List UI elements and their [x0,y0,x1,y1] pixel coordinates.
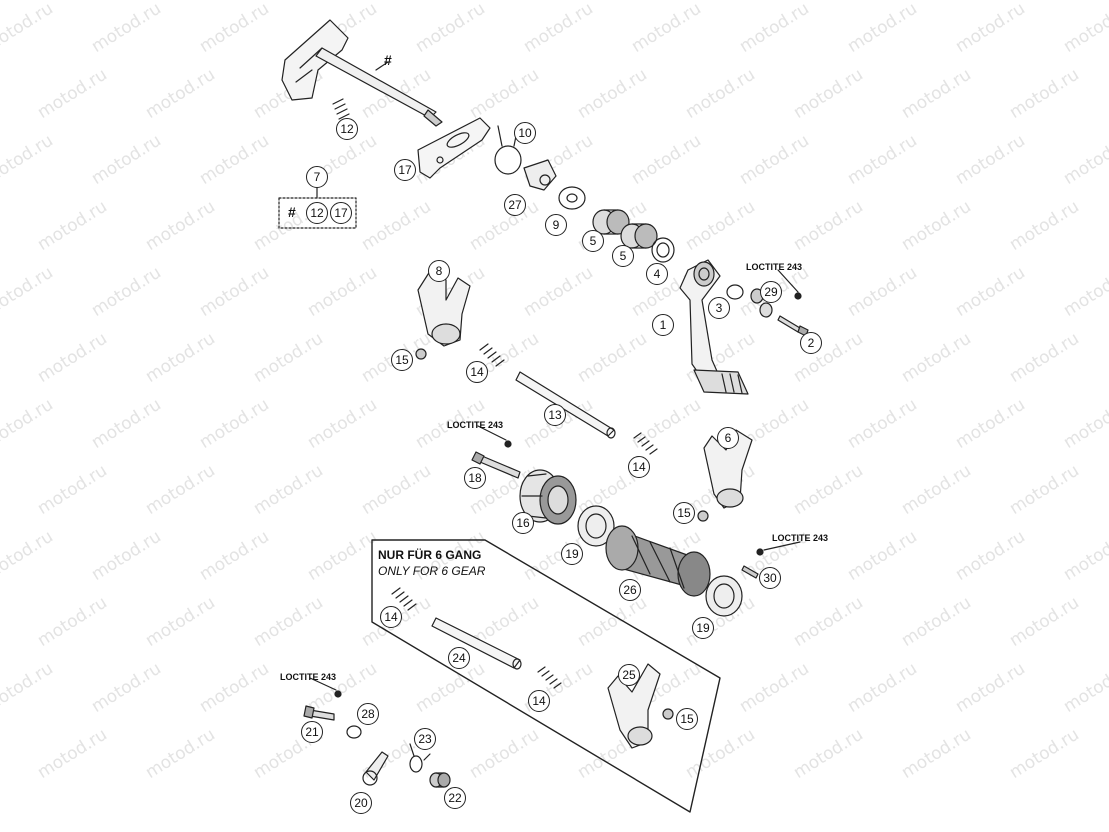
hash-mark-kit: # [288,204,296,220]
spring-14b [633,432,658,455]
loctite-label-1: LOCTITE 243 [746,262,803,272]
bolt-21 [303,705,335,721]
callout-1: 1 [652,314,674,336]
callout-26: 26 [619,579,641,601]
callout-3: 3 [708,297,730,319]
callout-16: 16 [512,512,534,534]
bushing-5a [592,209,630,235]
shift-lever-1 [679,259,749,395]
callout-14b: 14 [628,456,650,478]
washer-28 [346,725,362,739]
callout-2: 2 [800,332,822,354]
callout-25: 25 [618,664,640,686]
ball-15b [697,510,709,522]
callout-12: 12 [336,118,358,140]
shift-fork-6 [703,429,753,509]
callout-9: 9 [545,214,567,236]
part-27 [523,159,557,191]
lever-20 [362,751,389,786]
callout-17: 17 [394,159,416,181]
callout-29: 29 [760,281,782,303]
hash-mark-shaft: # [384,52,392,68]
bolt-2 [777,315,809,337]
callout-28: 28 [357,703,379,725]
spring-12 [332,98,350,120]
detent-wheel-16 [519,469,577,525]
bearing-19b [705,575,743,617]
spring-14d [537,666,562,689]
loctite-dot-2 [794,292,802,300]
loctite-label-2: LOCTITE 243 [447,420,504,430]
callout-19b: 19 [692,617,714,639]
fork-shaft-24 [431,617,522,670]
callout-14d: 14 [528,690,550,712]
screw-30 [741,565,759,579]
callout-19a: 19 [561,543,583,565]
loctite-label-3: LOCTITE 243 [772,533,829,543]
callout-21: 21 [301,721,323,743]
callout-10: 10 [514,122,536,144]
callout-14c: 14 [380,606,402,628]
loctite-label-4: LOCTITE 243 [280,672,337,682]
shift-fork-25 [607,663,661,749]
spring-14a [479,343,505,367]
kit-note-en: ONLY FOR 6 GEAR [378,564,486,578]
washer-3 [726,284,744,300]
spring-14c [391,587,417,611]
callout-6: 6 [717,427,739,449]
bearing-19a [577,505,615,547]
shift-drum-26 [605,525,711,597]
six-gear-kit-frame [371,539,721,813]
kit-7-bracket [278,197,357,229]
callout-13: 13 [544,404,566,426]
callout-23: 23 [414,728,436,750]
ball-15a [415,348,427,360]
callout-7: 7 [306,166,328,188]
roller-22 [429,772,451,788]
callout-14a: 14 [466,361,488,383]
callout-4: 4 [646,263,668,285]
callout-5b: 5 [612,245,634,267]
bolt-18 [471,451,521,479]
callout-27: 27 [504,194,526,216]
kit-note-de: NUR FÜR 6 GANG [378,548,482,562]
ring-4 [651,237,675,263]
callout-15a: 15 [391,349,413,371]
callout-15b: 15 [673,502,695,524]
washer-9 [558,186,586,210]
callout-24: 24 [448,647,470,669]
callout-8: 8 [428,260,450,282]
shift-plate-17 [417,117,491,179]
bushing-5b [620,223,658,249]
callout-15c: 15 [676,708,698,730]
shift-fork-8 [417,267,471,347]
fork-shaft-13 [515,371,616,439]
callout-18: 18 [464,467,486,489]
callout-kit-12: 12 [306,202,328,224]
ball-15c [662,708,674,720]
callout-22: 22 [444,787,466,809]
callout-kit-17: 17 [330,202,352,224]
spring-23 [409,743,431,773]
callout-20: 20 [350,792,372,814]
callout-5a: 5 [582,230,604,252]
callout-30: 30 [759,567,781,589]
shift-shaft [281,19,443,127]
